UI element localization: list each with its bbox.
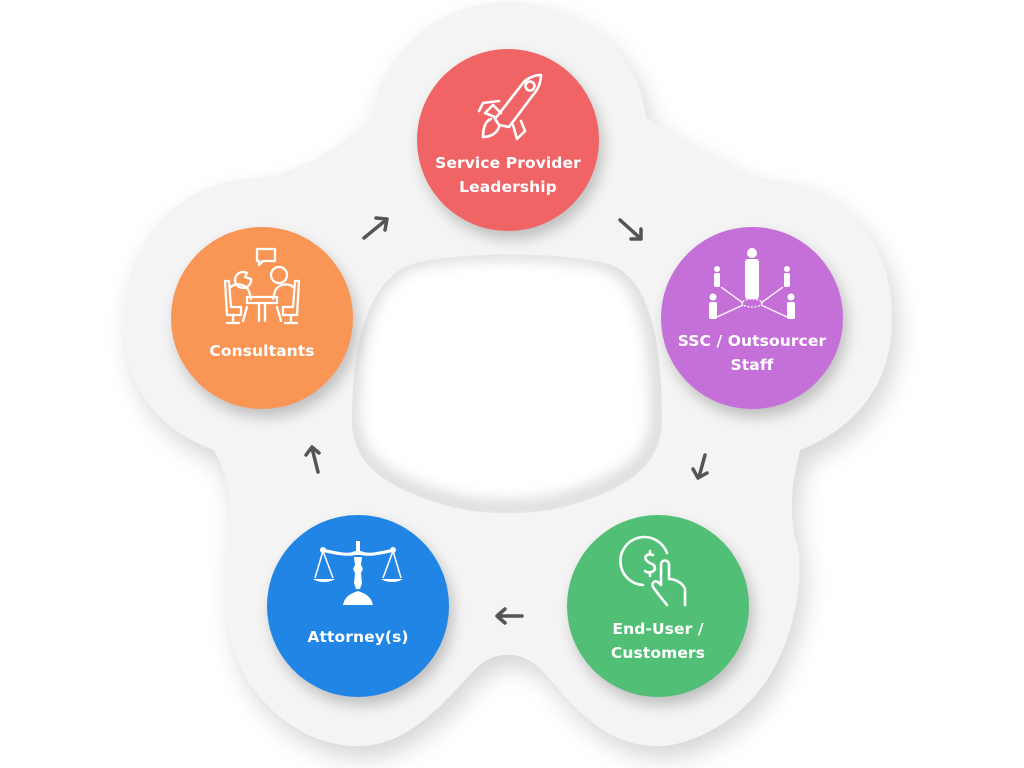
node-label: End-User / (612, 620, 704, 638)
dollar-tap-icon (619, 535, 687, 607)
node-label: Staff (730, 356, 774, 374)
arrow-down-icon (691, 453, 709, 480)
network-people-icon (709, 248, 795, 319)
node-consultants: Consultants (171, 227, 353, 409)
node-label: Consultants (209, 342, 315, 360)
meeting-icon (223, 247, 301, 325)
node-label: Attorney(s) (307, 628, 409, 646)
node-attorneys: Attorney(s) (267, 515, 449, 697)
node-ssc-outsourcer-staff: SSC / Outsourcer Staff (661, 227, 843, 409)
scales-icon (313, 541, 403, 605)
node-label: Service Provider (435, 154, 581, 172)
node-label: SSC / Outsourcer (677, 332, 827, 350)
node-service-provider-leadership: Service Provider Leadership (417, 49, 599, 231)
rocket-icon (477, 73, 543, 141)
arrow-up-right-icon (362, 216, 389, 240)
arrow-down-right-icon (618, 218, 643, 241)
node-label: Customers (610, 644, 706, 662)
arrow-up-icon (304, 445, 321, 474)
node-label: Leadership (459, 178, 557, 196)
node-end-user-customers: End-User / Customers (567, 515, 749, 697)
arrow-left-icon (495, 607, 524, 625)
